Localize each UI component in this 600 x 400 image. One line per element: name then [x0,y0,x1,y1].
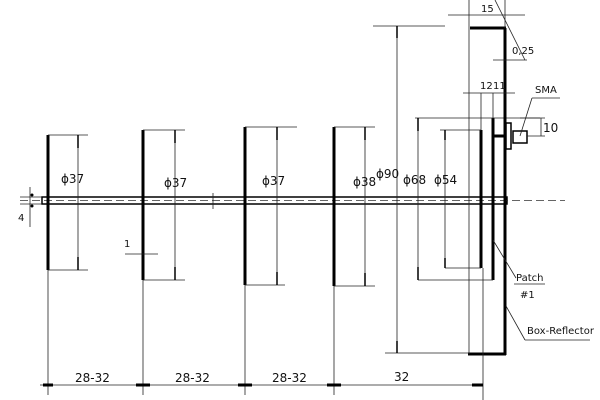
director-2 [125,129,185,281]
gap-2-label: 11 [493,81,506,92]
box-diameter: ϕ90 [376,167,399,181]
box-depth-label: 15 [481,4,494,15]
director-2-diameter: ϕ37 [164,176,187,190]
boom-dim-label: 4 [18,213,24,224]
box-reflector-label: Box-Reflector [527,326,595,337]
box-reflector [448,0,527,356]
sma-label: SMA [535,85,557,96]
box-reflector-leader [505,305,526,341]
box-diameter-dim [373,25,470,354]
spacing-2: 28-32 [175,371,210,385]
sma-connector [493,97,560,150]
thickness-dim-label: 1 [124,239,130,250]
director-3 [243,126,297,286]
boom [20,187,565,227]
sma-dim-label: 10 [543,121,558,135]
patch-label: Patch [516,273,543,284]
patch-reflector [415,117,540,281]
spacing-4: 32 [394,370,409,384]
spacing-1: 28-32 [75,371,110,385]
director-4-diameter: ϕ38 [353,175,376,189]
spacing-3: 28-32 [272,371,307,385]
reflector-diameter: ϕ68 [403,173,426,187]
gap-1-label: 12 [480,81,493,92]
patch-number-label: #1 [520,290,535,301]
wall-thickness-label: 0,25 [512,46,534,57]
director-3-diameter: ϕ37 [262,174,285,188]
patch-diameter: ϕ54 [434,173,457,187]
director-1-diameter: ϕ37 [61,172,84,186]
director-4 [332,126,375,287]
patch-leader [492,239,517,279]
spacing-dimension [40,268,484,400]
director-1 [46,134,88,271]
patch [440,129,483,269]
